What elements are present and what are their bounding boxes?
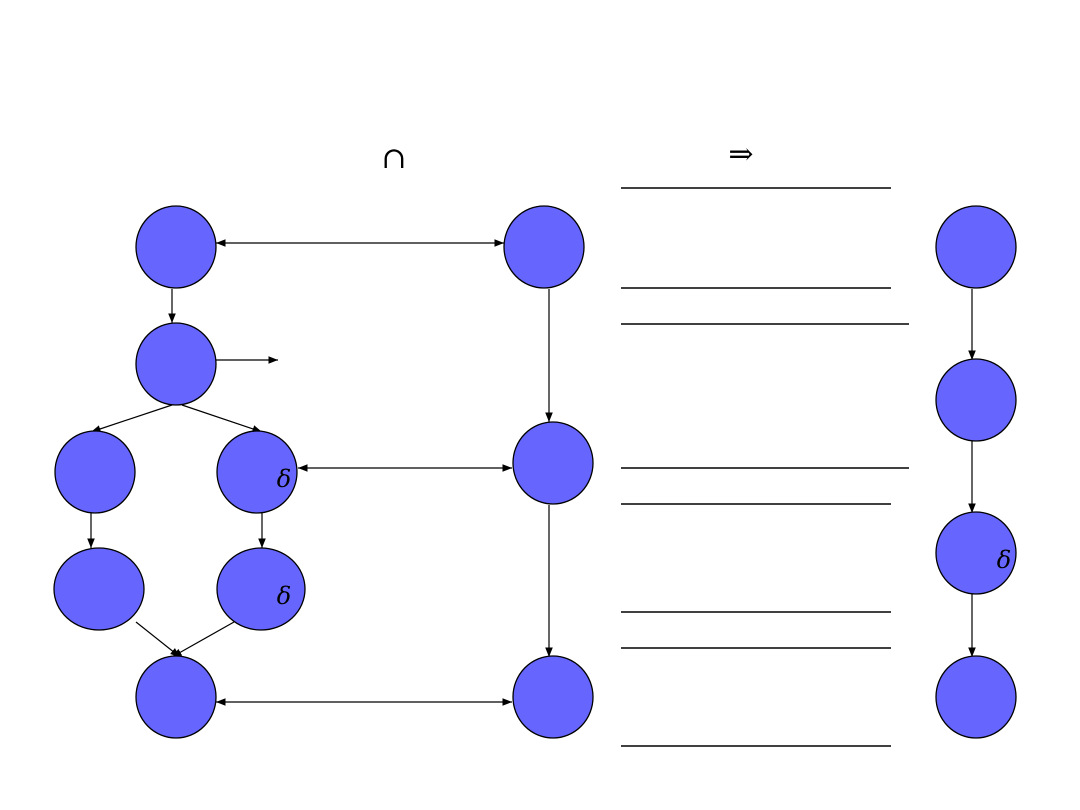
- node-middle-2: [512, 421, 594, 505]
- node-left-4b: [216, 547, 306, 631]
- left-graph-nodes: [53, 205, 306, 739]
- node-right-3: [935, 511, 1017, 595]
- left-graph-edges: [87, 239, 512, 706]
- node-right-2: [935, 358, 1017, 442]
- implies-symbol: ⇒: [728, 137, 753, 172]
- node-left-1: [135, 205, 217, 289]
- node-right-1: [935, 205, 1017, 289]
- delta-label-right-3: δ: [997, 546, 1011, 574]
- edge-l4a-l5: [135, 621, 181, 658]
- node-middle-1: [503, 205, 585, 289]
- node-left-3b: [216, 430, 298, 514]
- edge-l2-l3a: [90, 404, 173, 433]
- middle-graph-nodes: [503, 205, 594, 739]
- rule-lines: [621, 187, 909, 747]
- intersection-symbol: ∩: [381, 141, 406, 176]
- edge-l2-l3b: [181, 404, 263, 433]
- node-left-4a: [53, 547, 145, 631]
- edge-l4b-l5: [171, 621, 235, 658]
- delta-label-left-3b: δ: [277, 465, 291, 493]
- delta-label-left-4b: δ: [277, 582, 291, 610]
- node-right-4: [935, 655, 1017, 739]
- right-graph-nodes: [935, 205, 1017, 739]
- node-middle-3: [512, 655, 594, 739]
- node-left-2: [135, 322, 217, 406]
- node-left-5: [135, 655, 217, 739]
- node-left-3a: [54, 430, 136, 514]
